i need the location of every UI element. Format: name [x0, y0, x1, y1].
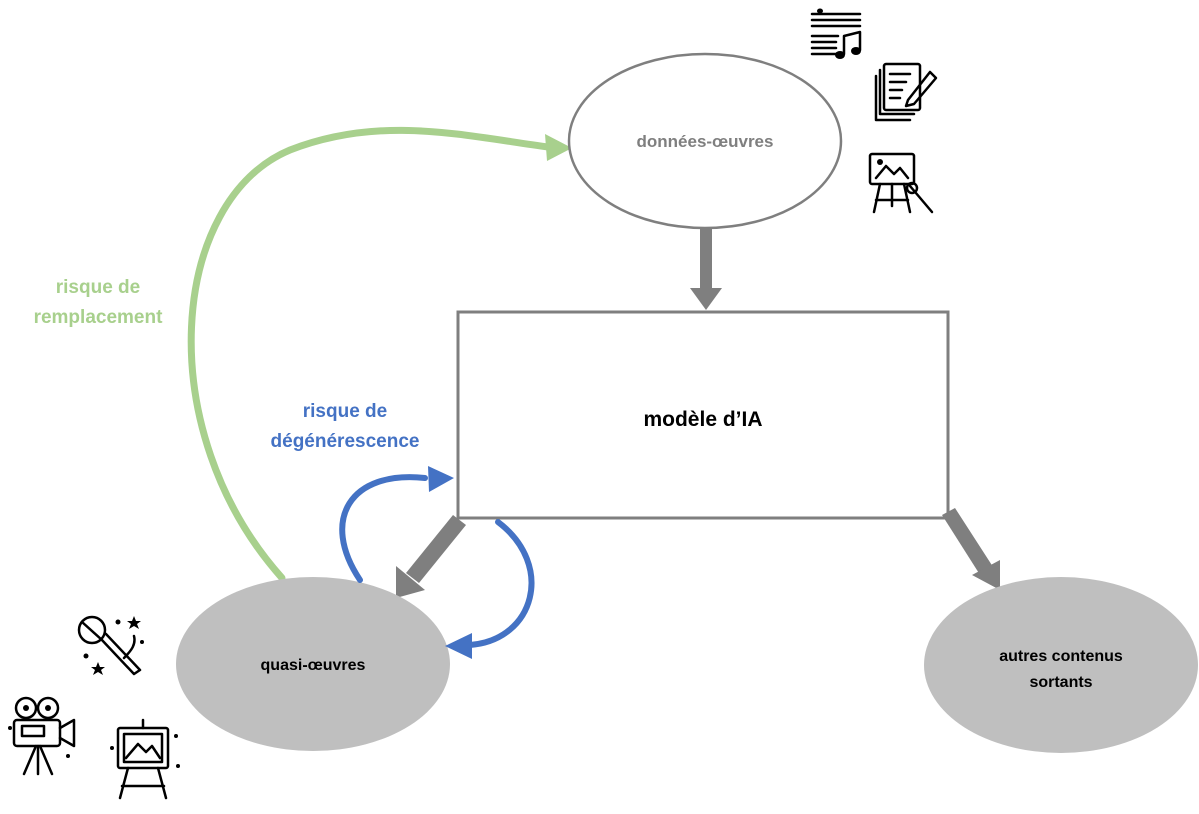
quasi-oeuvres-node — [176, 577, 450, 751]
microphone-stars-icon — [77, 615, 144, 676]
donnees-oeuvres-label: données-œuvres — [637, 132, 774, 151]
sheet-music-icon — [810, 8, 862, 59]
arrow-donnees-to-modele — [690, 228, 722, 310]
film-camera-icon — [8, 696, 76, 776]
autres-contenus-node — [924, 577, 1198, 753]
quasi-oeuvres-label: quasi-œuvres — [261, 657, 366, 674]
autres-contenus-label-line1: autres contenus — [999, 648, 1123, 665]
degeneration-loop — [339, 466, 535, 659]
risque-remplacement-label-line1: risque de — [56, 277, 140, 298]
modele-ia-label: modèle d’IA — [643, 408, 762, 431]
risque-remplacement-label-line2: remplacement — [34, 307, 164, 328]
replacement-arrow — [187, 126, 572, 582]
arrow-modele-to-quasi — [396, 515, 466, 598]
arrow-modele-to-autres — [942, 508, 1000, 590]
painting-easel-icon — [868, 152, 934, 214]
risque-degenerescence-label-line2: dégénérescence — [271, 431, 420, 452]
risque-degenerescence-label-line1: risque de — [303, 401, 387, 422]
autres-contenus-label-line2: sortants — [1029, 674, 1092, 691]
document-pen-icon — [874, 62, 938, 122]
modele-ia-node — [456, 310, 950, 520]
canvas-easel-icon — [110, 718, 180, 800]
